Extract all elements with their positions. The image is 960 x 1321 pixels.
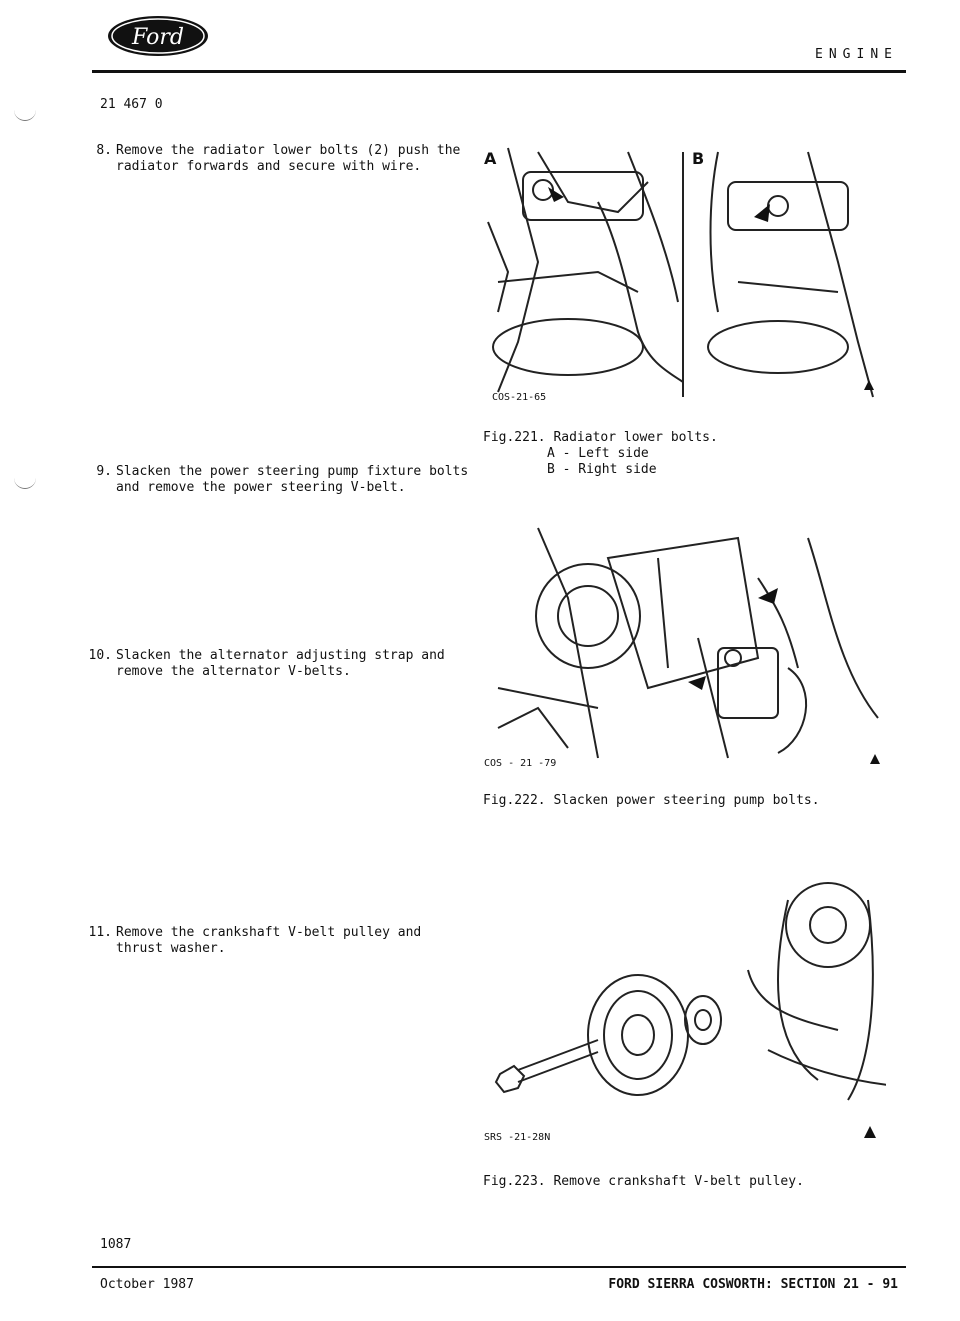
step-9: 9.Slacken the power steering pump fixtur… [96, 464, 469, 495]
figure-223-code: SRS -21-28N [484, 1132, 550, 1143]
figure-222-caption: Fig.222. Slacken power steering pump bol… [483, 793, 820, 808]
figure-221-caption: Fig.221. Radiator lower bolts. A - Left … [483, 430, 718, 477]
margin-mark [14, 110, 36, 121]
page-number: 1087 [100, 1237, 132, 1252]
margin-mark [14, 478, 36, 489]
ford-logo: Ford [108, 16, 208, 56]
figure-221-label-b: B [692, 149, 704, 168]
figure-223-illustration: SRS -21-28N [478, 870, 886, 1150]
footer-rule [92, 1266, 906, 1268]
document-number: 21 467 0 [100, 97, 163, 112]
figure-223-caption: Fig.223. Remove crankshaft V-belt pulley… [483, 1174, 804, 1189]
step-10: 10.Slacken the alternator adjusting stra… [88, 648, 445, 679]
figure-221-label-a: A [484, 149, 497, 168]
figure-221-code: COS-21-65 [492, 392, 546, 403]
figure-222-illustration: COS - 21 -79 [478, 518, 886, 770]
logo-text: Ford [131, 25, 184, 50]
footer-date: October 1987 [100, 1277, 194, 1292]
step-8: 8.Remove the radiator lower bolts (2) pu… [96, 143, 461, 174]
footer-manual-title: FORD SIERRA COSWORTH: SECTION 21 - 91 [608, 1277, 898, 1292]
section-title: ENGINE [815, 47, 898, 62]
header-rule [92, 70, 906, 73]
figure-222-code: COS - 21 -79 [484, 758, 556, 769]
figure-221-illustration: A B COS-21-65 [478, 142, 886, 404]
step-11: 11.Remove the crankshaft V-belt pulley a… [88, 925, 422, 956]
